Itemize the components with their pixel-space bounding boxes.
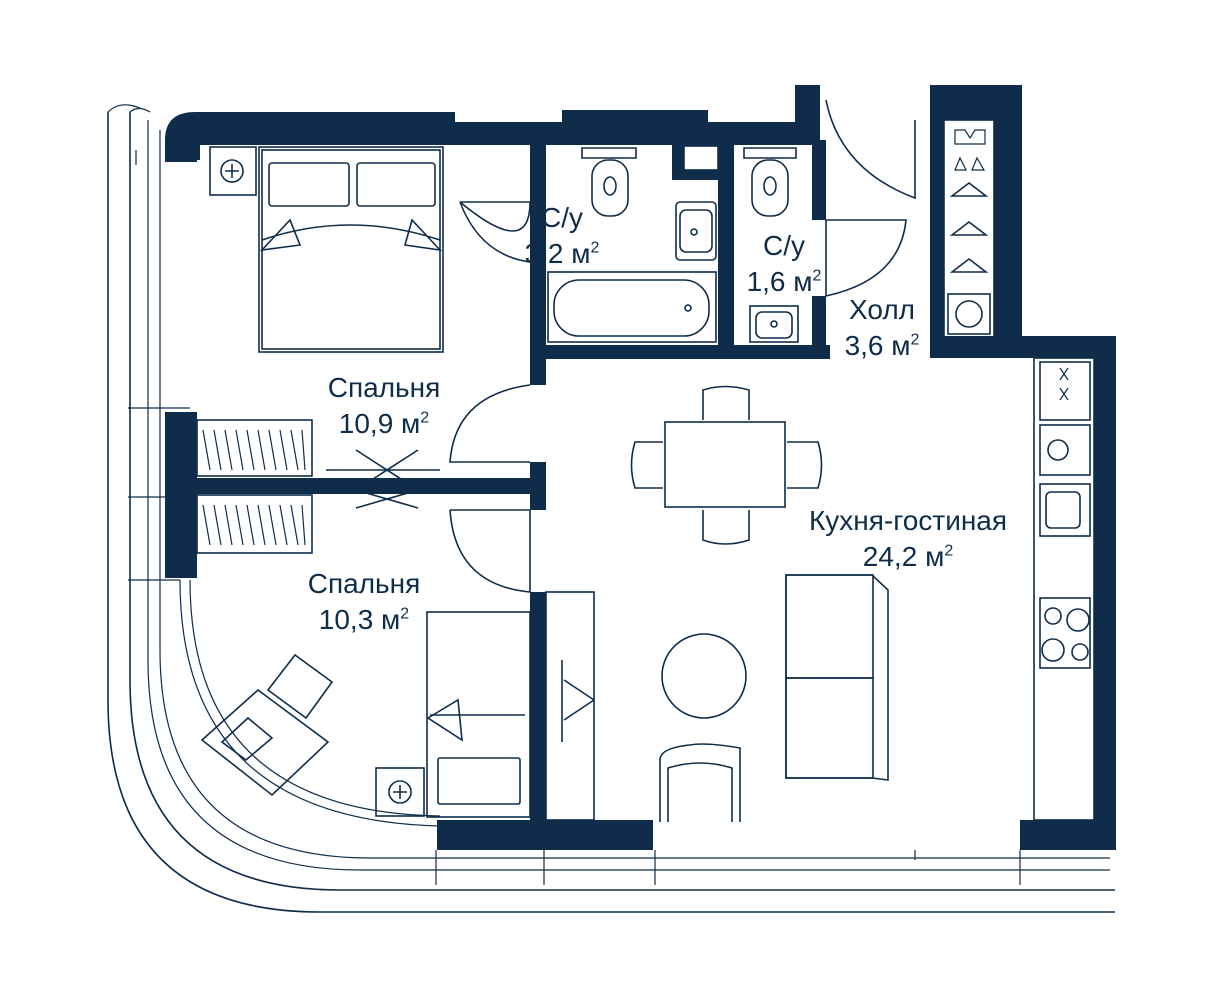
room-name: С/у xyxy=(541,202,583,233)
room-label-bedroom-2: Спальня 10,3 м2 xyxy=(308,566,421,637)
toilet-icon xyxy=(581,147,637,217)
doors xyxy=(326,99,916,593)
hanger-icon xyxy=(949,181,989,273)
walls xyxy=(165,85,1116,850)
room-name: Спальня xyxy=(327,372,441,403)
dishwasher-icon xyxy=(1039,424,1091,476)
bed-icon xyxy=(258,146,444,353)
sink-icon xyxy=(1039,483,1091,537)
room-name: С/у xyxy=(763,230,805,261)
armchair-icon xyxy=(659,743,741,822)
dining-table-icon xyxy=(630,385,823,545)
bed-icon xyxy=(426,611,531,818)
nightstand-icon xyxy=(375,767,425,817)
round-table-icon xyxy=(661,633,747,719)
wardrobe-icon xyxy=(943,119,995,339)
room-label-bathroom-2: С/у 1,6 м2 xyxy=(747,228,822,299)
wardrobe-icon xyxy=(196,419,313,554)
toilet-icon xyxy=(743,147,797,217)
room-name: Спальня xyxy=(307,568,421,599)
room-label-bathroom-1: С/у 3,2 м2 xyxy=(525,200,600,271)
washing-machine-icon xyxy=(947,293,991,335)
bathtub-icon xyxy=(547,271,717,343)
room-area: 1,6 м2 xyxy=(746,265,822,297)
room-area: 10,3 м2 xyxy=(318,603,410,635)
stove-icon xyxy=(1039,597,1091,669)
room-area: 24,2 м2 xyxy=(862,540,954,572)
partition xyxy=(545,591,595,821)
room-area: 3,6 м2 xyxy=(844,329,920,361)
nightstand-icon xyxy=(209,146,257,196)
room-name: Холл xyxy=(849,294,915,325)
sofa-icon xyxy=(785,574,889,781)
room-name: Кухня-гостиная xyxy=(808,505,1008,536)
desk-icon xyxy=(200,653,334,797)
room-label-hall: Холл 3,6 м2 xyxy=(845,292,920,363)
room-label-kitchen-living: Кухня-гостиная 24,2 м2 xyxy=(809,503,1007,574)
sink-icon xyxy=(749,305,799,343)
room-label-bedroom-1: Спальня 10,9 м2 xyxy=(328,370,441,441)
room-area: 3,2 м2 xyxy=(524,237,600,269)
hood-icon xyxy=(1039,361,1091,421)
kitchen-counter xyxy=(1033,357,1095,821)
sink-icon xyxy=(675,201,717,261)
room-area: 10,9 м2 xyxy=(338,407,430,439)
